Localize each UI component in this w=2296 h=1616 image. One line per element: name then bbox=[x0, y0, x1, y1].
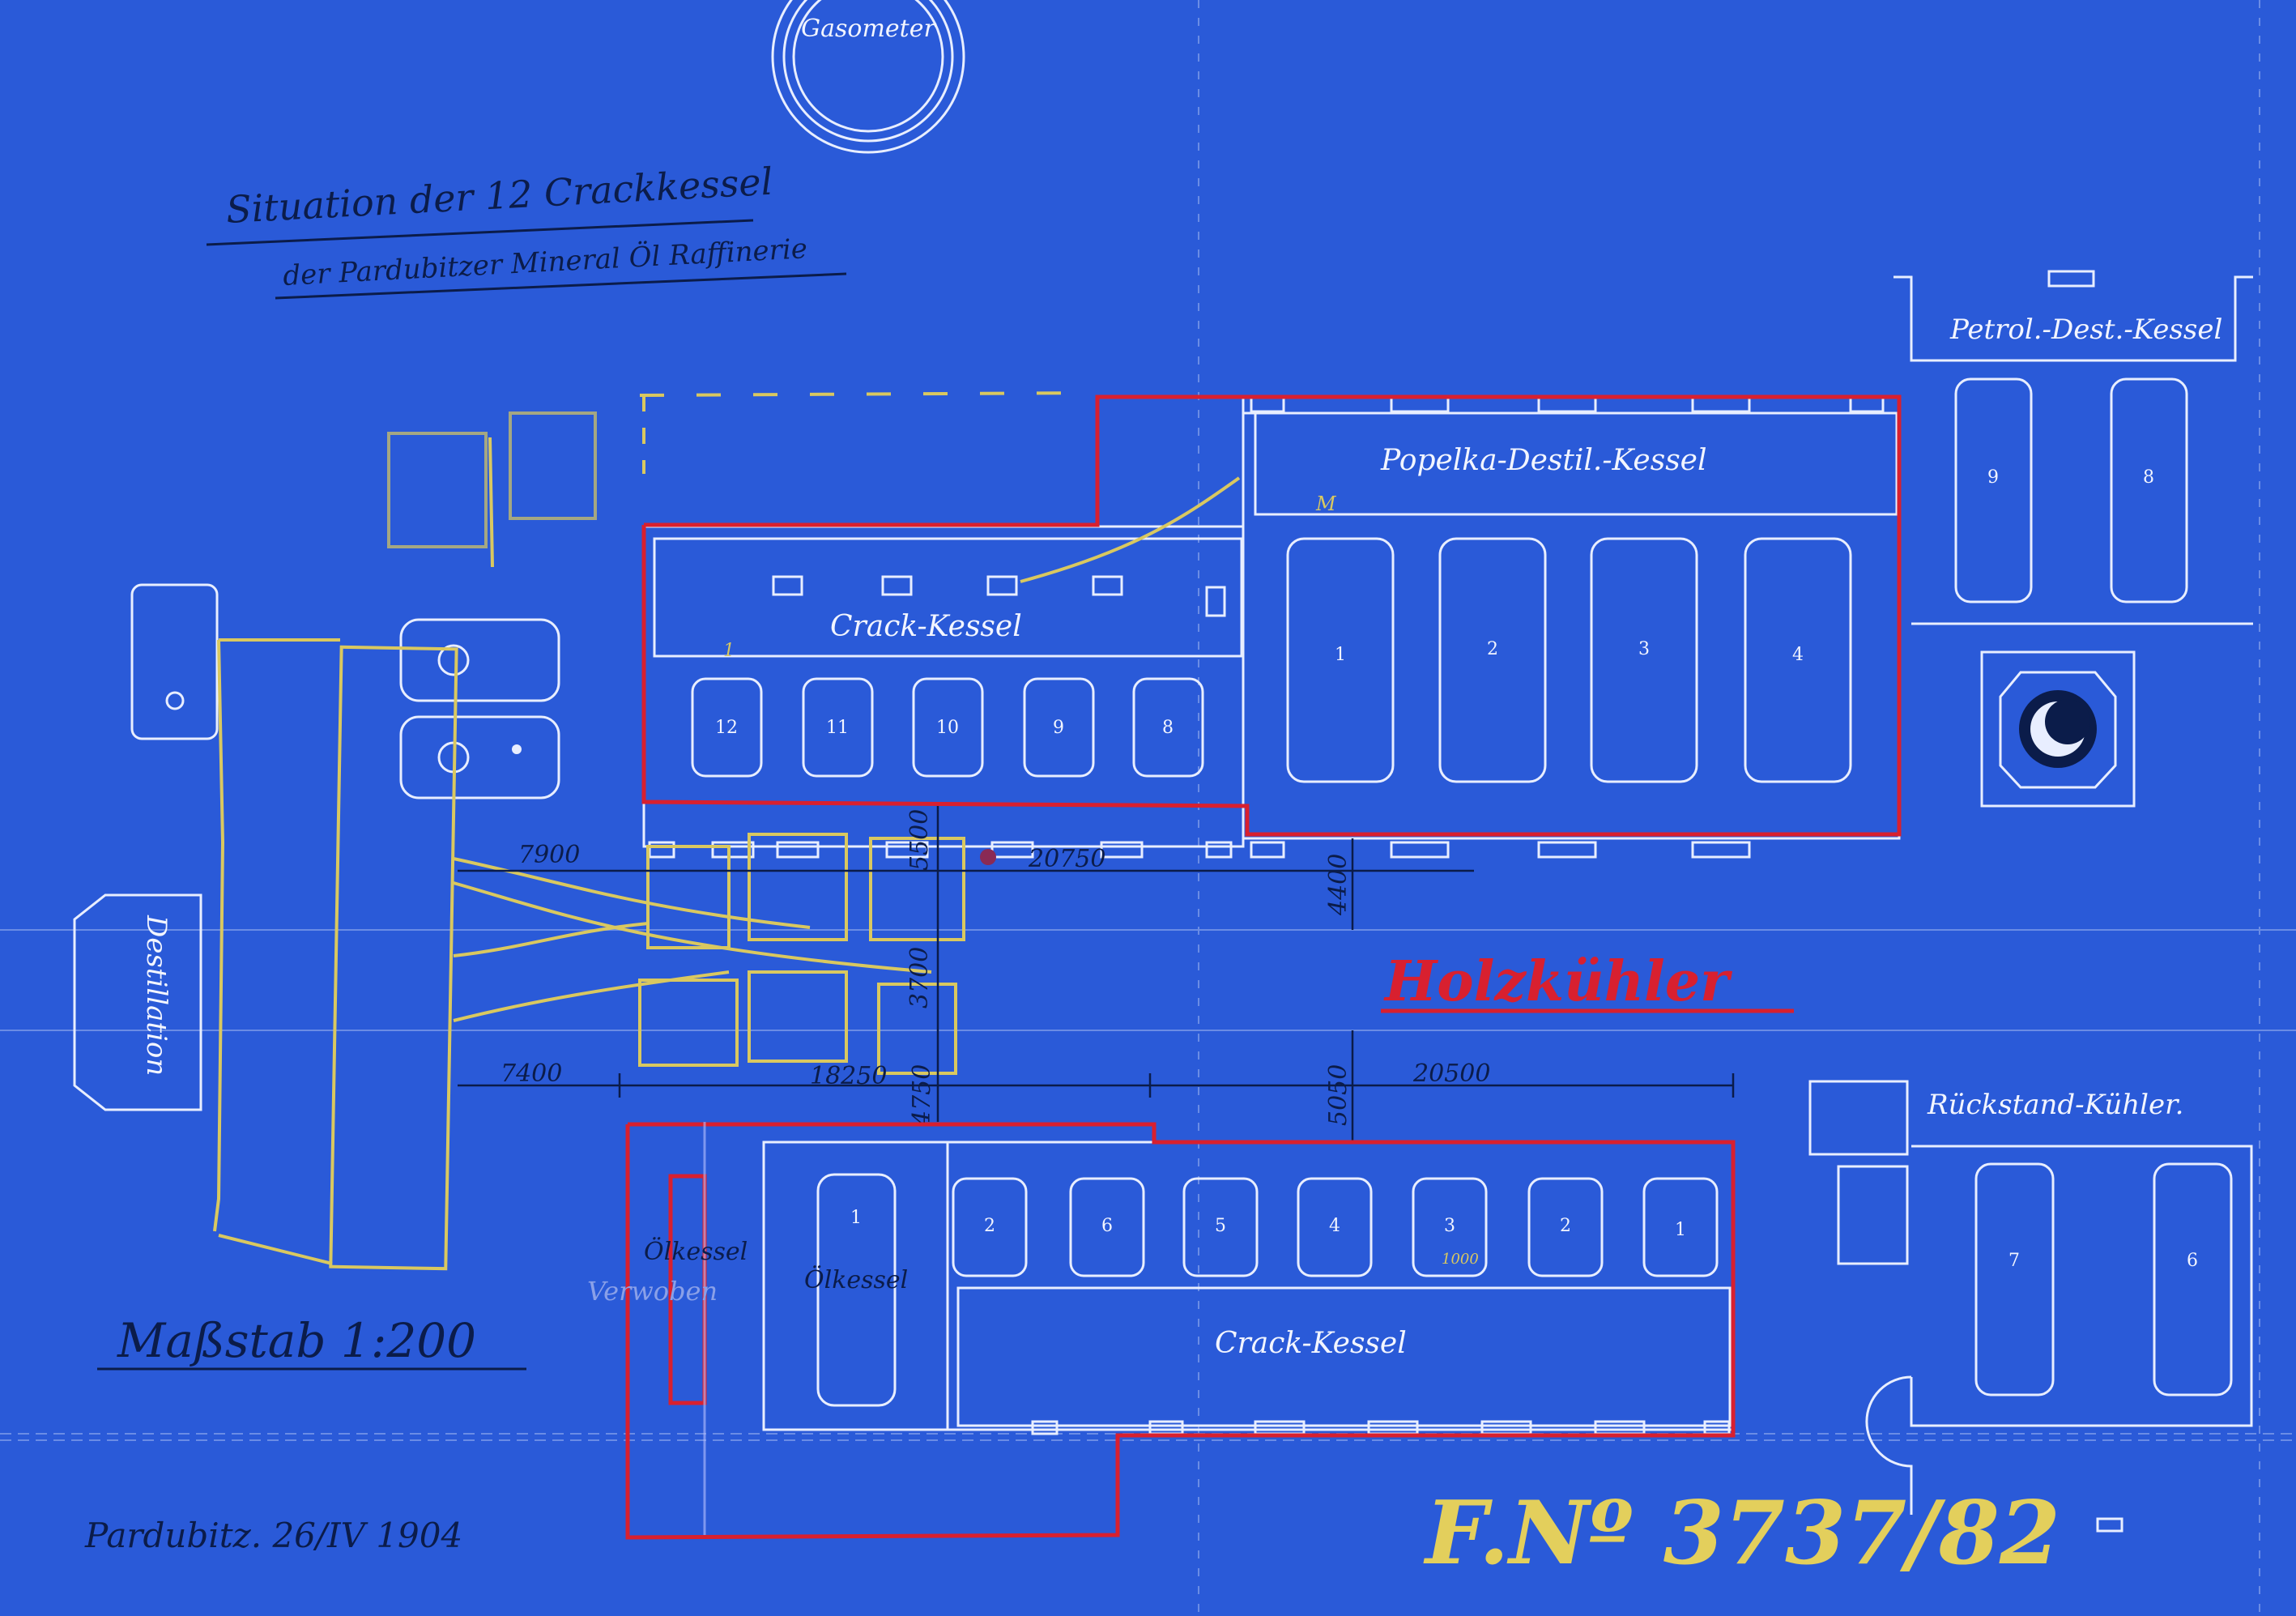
oelkessel-label-inner: Ölkessel bbox=[804, 1265, 908, 1294]
popelka-destil-label: Popelka-Destil.-Kessel bbox=[1380, 444, 1707, 477]
lower-crack-kessel-g-label: 1 bbox=[1675, 1220, 1686, 1240]
upper-crack-kessel-12 bbox=[691, 677, 763, 778]
dim-20750: 20750 bbox=[1028, 845, 1105, 873]
yellow-pencil-sketch bbox=[213, 391, 1241, 1271]
dim-20500: 20500 bbox=[1412, 1060, 1490, 1088]
dim-18250: 18250 bbox=[810, 1062, 887, 1090]
popelka-mark-m: M bbox=[1315, 492, 1337, 515]
petrol-dest-kessel-group: Petrol.-Dest.-Kessel 9 8 bbox=[1893, 270, 2253, 625]
upper-crack-kessel-8-label: 8 bbox=[1162, 718, 1174, 738]
popelka-kessel-3 bbox=[1590, 537, 1698, 783]
oelkessel-label-outer: Ölkessel bbox=[644, 1237, 748, 1266]
lower-crack-kessel-a-label: 2 bbox=[984, 1216, 995, 1236]
upper-crack-kessel-10-label: 10 bbox=[936, 718, 959, 738]
upper-crack-kessel-11-label: 11 bbox=[826, 718, 849, 738]
upper-crack-kessel-9-label: 9 bbox=[1053, 718, 1064, 738]
left-oelkessel-labels: Ölkessel Verwoben bbox=[587, 1237, 748, 1307]
dim-7400: 7400 bbox=[501, 1060, 562, 1088]
rueckstand-kessel-6 bbox=[2153, 1162, 2233, 1396]
upper-crack-kessel-12-label: 12 bbox=[715, 718, 738, 738]
archive-number: F.Nº 3737/82 bbox=[1423, 1482, 2060, 1584]
upper-red-outline bbox=[641, 394, 1902, 837]
rueckstand-kessel-6-label: 6 bbox=[2187, 1251, 2198, 1271]
lower-crack-kessel-e bbox=[1412, 1177, 1488, 1277]
lower-crack-kessel-f-label: 2 bbox=[1560, 1216, 1571, 1236]
upper-crack-hatches bbox=[648, 575, 1233, 859]
destillation-box: Destillation bbox=[73, 893, 202, 1111]
lower-crack-kessel-b bbox=[1069, 1177, 1145, 1277]
lower-crack-kessel-e-label: 3 bbox=[1444, 1216, 1455, 1236]
upper-dimensions: 7900 20750 5500 3700 4400 bbox=[458, 806, 1474, 1122]
upper-crack-kessel-10 bbox=[912, 677, 984, 778]
upper-crack-kessel-group: Crack-Kessel 1 12 11 10 9 8 bbox=[642, 525, 1245, 859]
dim-7900: 7900 bbox=[518, 841, 580, 869]
gasometer-label: Gasometer bbox=[801, 15, 936, 43]
archive-number-text: F.Nº 3737/82 bbox=[1423, 1482, 2060, 1584]
popelka-kessel-1 bbox=[1286, 537, 1395, 783]
petrol-kessel-8 bbox=[2110, 377, 2188, 603]
lower-red-outline bbox=[625, 1122, 1736, 1540]
petrol-kessel-8-label: 8 bbox=[2143, 467, 2154, 488]
popelka-destil-kessel-group: Popelka-Destil.-Kessel M 1 2 3 4 bbox=[1242, 395, 1901, 859]
upper-crack-kessel-8 bbox=[1132, 677, 1204, 778]
dim-4750: 4750 bbox=[908, 1064, 936, 1127]
popelka-kessel-1-label: 1 bbox=[1335, 645, 1346, 665]
holzkuehler: Holzkühler bbox=[1381, 949, 1794, 1014]
lower-crack-kessel-d bbox=[1297, 1177, 1373, 1277]
gasometer: Gasometer bbox=[771, 0, 965, 154]
lower-crack-kessel-d-label: 4 bbox=[1329, 1216, 1340, 1236]
upper-crack-mark-1: 1 bbox=[723, 641, 735, 661]
popelka-kessel-4 bbox=[1744, 537, 1852, 783]
petrol-kessel-9 bbox=[1954, 377, 2033, 603]
popelka-kessel-2 bbox=[1438, 537, 1547, 783]
scale-label: Maßstab 1:200 bbox=[117, 1313, 476, 1368]
lower-crack-kessel-b-label: 6 bbox=[1101, 1216, 1113, 1236]
rueckstand-kuehler-group: Rückstand-Kühler. 7 6 bbox=[1808, 1080, 2253, 1533]
petrol-kessel-9-label: 9 bbox=[1987, 467, 1999, 488]
rueckstand-kessel-7 bbox=[1974, 1162, 2055, 1396]
petrol-dest-label: Petrol.-Dest.-Kessel bbox=[1949, 313, 2222, 346]
dim-4400: 4400 bbox=[1324, 854, 1352, 916]
scale-note: Maßstab 1:200 bbox=[97, 1313, 526, 1371]
signature-date: Pardubitz. 26/IV 1904 bbox=[84, 1516, 462, 1555]
upper-crack-kessel-9 bbox=[1023, 677, 1095, 778]
lower-crack-pencil-note: 1000 bbox=[1442, 1251, 1479, 1268]
dim-5500: 5500 bbox=[905, 809, 934, 871]
oelkessel-tank-label: 1 bbox=[850, 1208, 862, 1228]
popelka-kessel-4-label: 4 bbox=[1792, 645, 1804, 665]
lower-crack-kessel-c-label: 5 bbox=[1215, 1216, 1226, 1236]
popelka-kessel-3-label: 3 bbox=[1638, 639, 1650, 659]
lower-crack-kessel-c bbox=[1182, 1177, 1259, 1277]
verwoben-label: Verwoben bbox=[587, 1276, 718, 1307]
oelkessel-tank bbox=[816, 1173, 897, 1407]
destillation-label: Destillation bbox=[140, 915, 173, 1076]
lower-crack-label: Crack-Kessel bbox=[1215, 1327, 1407, 1360]
lower-crack-kessel-g bbox=[1642, 1177, 1719, 1277]
upper-crack-kessel-11 bbox=[802, 677, 874, 778]
holzkuehler-label: Holzkühler bbox=[1383, 949, 1732, 1014]
chimney bbox=[1980, 650, 2136, 808]
lower-crack-kessel-f bbox=[1527, 1177, 1604, 1277]
popelka-kessel-2-label: 2 bbox=[1487, 639, 1498, 659]
dim-5050: 5050 bbox=[1324, 1064, 1352, 1126]
rueckstand-kessel-7-label: 7 bbox=[2008, 1251, 2020, 1271]
signature-date-text: Pardubitz. 26/IV 1904 bbox=[84, 1516, 462, 1555]
lower-crack-kessel-a bbox=[952, 1177, 1028, 1277]
upper-crack-label: Crack-Kessel bbox=[830, 610, 1022, 643]
dim-3700: 3700 bbox=[905, 947, 934, 1008]
rueckstand-label: Rückstand-Kühler. bbox=[1927, 1089, 2183, 1121]
lower-dimensions: 7400 18250 20500 5050 4750 bbox=[458, 1030, 1735, 1142]
